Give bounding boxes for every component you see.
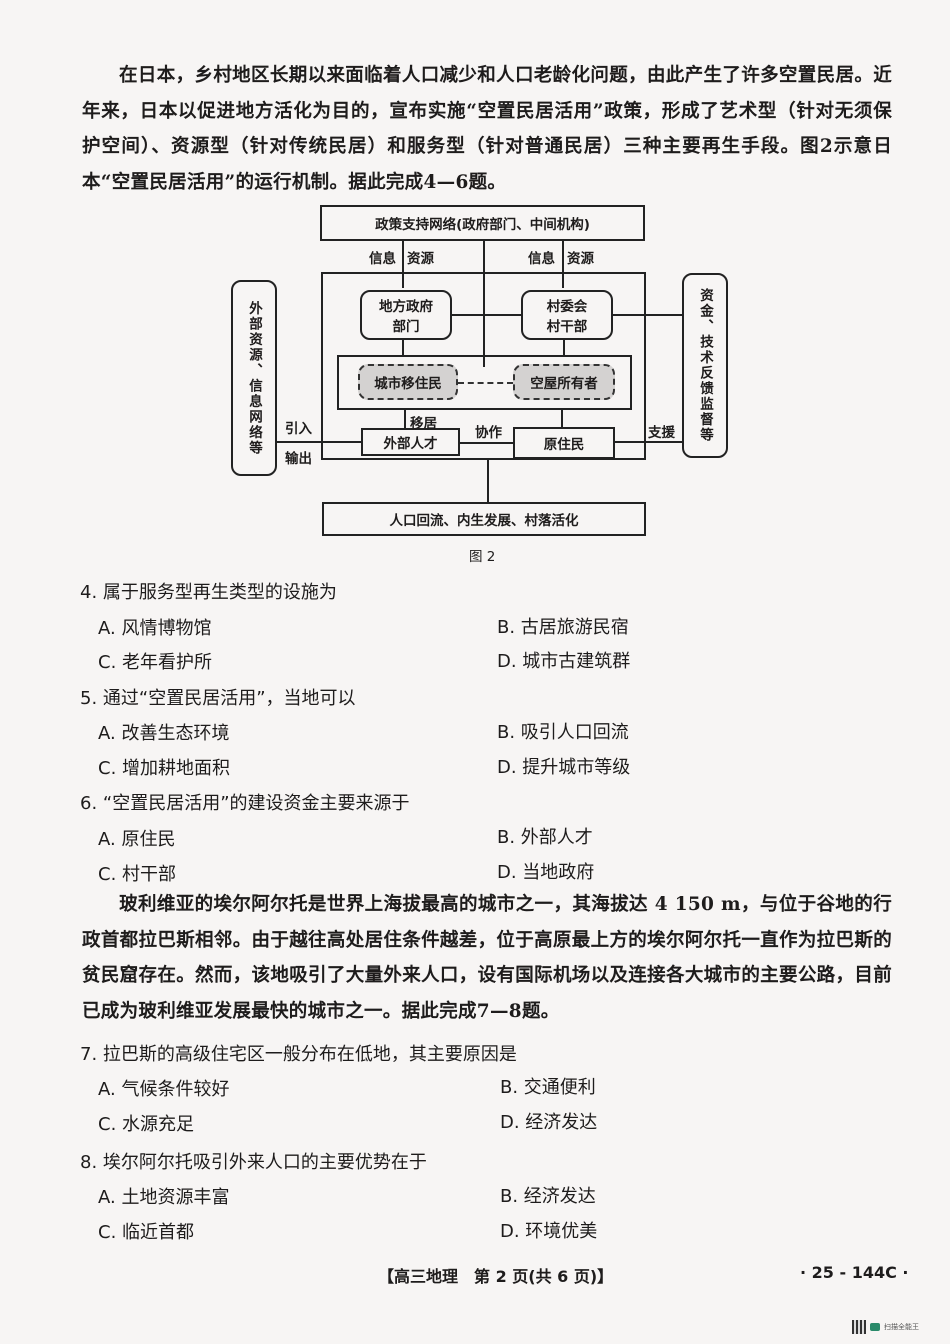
urban-migrants-box: 城市移住民 [358, 364, 458, 400]
option-d[interactable]: D. 提升城市等级 [497, 757, 631, 778]
option-d[interactable]: D. 经济发达 [500, 1112, 598, 1133]
local-government-box: 地方政府部门 [360, 290, 452, 340]
passage-2-text: 玻利维亚的埃尔阿尔托是世界上海拔最高的城市之一，其海拔达 4 150 m，与位于… [82, 894, 892, 1022]
option-c[interactable]: C. 村干部 [98, 864, 177, 885]
original-residents-box: 原住民 [513, 427, 615, 459]
watermark-text: 扫描全能王 [884, 1323, 919, 1331]
scanner-logo-icon [870, 1323, 880, 1331]
option-a[interactable]: A. 改善生态环境 [98, 723, 230, 744]
external-talent-box: 外部人才 [361, 428, 460, 456]
arrow-line [615, 441, 682, 443]
question-stem: 5. 通过“空置民居活用”，当地可以 [80, 688, 356, 709]
connector-line [487, 460, 489, 502]
vacant-owners-box: 空屋所有者 [513, 364, 615, 400]
option-c[interactable]: C. 增加耕地面积 [98, 758, 231, 779]
connector-line [402, 340, 404, 355]
question-stem: 4. 属于服务型再生类型的设施为 [80, 582, 337, 603]
passage-1: 在日本，乡村地区长期以来面临着人口减少和人口老龄化问题，由此产生了许多空置民居。… [82, 58, 892, 200]
info-label-left: 信息 [369, 251, 396, 267]
connector-line [561, 410, 563, 427]
passage-2: 玻利维亚的埃尔阿尔托是世界上海拔最高的城市之一，其海拔达 4 150 m，与位于… [82, 887, 892, 1029]
option-d[interactable]: D. 当地政府 [497, 862, 595, 883]
option-b[interactable]: B. 外部人才 [497, 827, 593, 848]
option-a[interactable]: A. 风情博物馆 [98, 618, 212, 639]
connector-line [483, 241, 485, 367]
mechanism-frame [321, 272, 646, 460]
resource-label-right: 资源 [567, 251, 594, 267]
option-c[interactable]: C. 临近首都 [98, 1222, 195, 1243]
dashed-link [458, 382, 513, 384]
info-label-right: 信息 [528, 251, 555, 267]
village-committee-box: 村委会村干部 [521, 290, 613, 340]
output-label: 输出 [285, 451, 312, 467]
relocate-label: 移居 [410, 416, 437, 432]
option-a[interactable]: A. 土地资源丰富 [98, 1187, 230, 1208]
connector-line [563, 340, 565, 355]
exam-code: · 25 - 144C · [800, 1263, 909, 1282]
policy-support-box: 政策支持网络(政府部门、中间机构) [320, 205, 645, 241]
external-resources-box: 外部资源、信息网络等 [231, 280, 277, 476]
cooperate-label: 协作 [475, 425, 502, 441]
option-c[interactable]: C. 老年看护所 [98, 652, 213, 673]
outcome-box: 人口回流、内生发展、村落活化 [322, 502, 646, 536]
option-b[interactable]: B. 吸引人口回流 [497, 722, 629, 743]
qr-code-icon [852, 1320, 866, 1334]
bidirectional-arrow [277, 441, 361, 443]
question-stem: 7. 拉巴斯的高级住宅区一般分布在低地，其主要原因是 [80, 1044, 517, 1065]
connector-line [402, 241, 404, 288]
option-b[interactable]: B. 古居旅游民宿 [497, 617, 629, 638]
bidirectional-arrow [460, 442, 513, 444]
page-number-label: 【高三地理 第 2 页(共 6 页)】 [378, 1267, 614, 1286]
connector-line [562, 241, 564, 288]
option-a[interactable]: A. 原住民 [98, 829, 176, 850]
option-b[interactable]: B. 交通便利 [500, 1077, 596, 1098]
resident-group-box [337, 355, 632, 410]
figure-caption: 图 2 [469, 549, 496, 565]
option-d[interactable]: D. 环境优美 [500, 1221, 598, 1242]
question-stem: 8. 埃尔阿尔托吸引外来人口的主要优势在于 [80, 1152, 427, 1173]
option-a[interactable]: A. 气候条件较好 [98, 1079, 230, 1100]
question-stem: 6. “空置民居活用”的建设资金主要来源于 [80, 793, 410, 814]
funding-technology-box: 资金、技术反馈监督等 [682, 273, 728, 458]
option-b[interactable]: B. 经济发达 [500, 1186, 596, 1207]
arrow-line [613, 314, 682, 316]
bidirectional-arrow [452, 314, 521, 316]
resource-label-left: 资源 [407, 251, 434, 267]
option-d[interactable]: D. 城市古建筑群 [497, 651, 631, 672]
scanner-watermark: 扫描全能王 [852, 1320, 919, 1334]
connector-line [404, 410, 406, 428]
passage-1-text: 在日本，乡村地区长期以来面临着人口减少和人口老龄化问题，由此产生了许多空置民居。… [82, 65, 892, 193]
support-label: 支援 [648, 425, 675, 441]
introduce-label: 引入 [285, 421, 312, 437]
option-c[interactable]: C. 水源充足 [98, 1114, 195, 1135]
